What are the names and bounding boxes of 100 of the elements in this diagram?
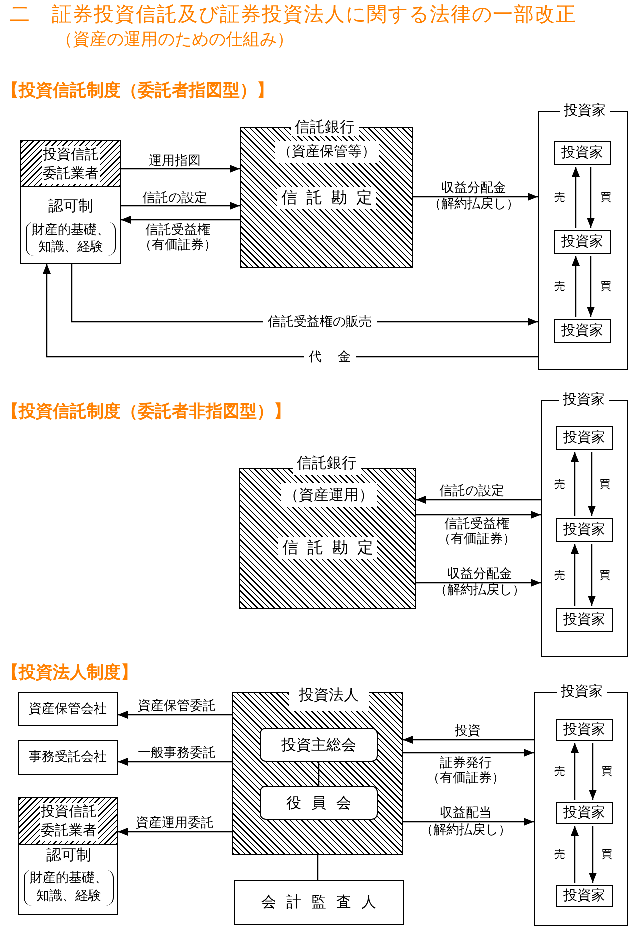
entity-box [18,692,118,726]
rounded-box [260,786,378,820]
edge-label: 収益分配金（解約払戻し） [434,567,526,599]
node-text: （資産保管等） [275,141,379,163]
arrow [572,167,580,228]
arrow [121,165,240,173]
node-text: 財産的基礎、知識、経験 [24,870,114,906]
edge-label: 買 [600,190,612,204]
node-title: 投資信託委託業者 [40,803,98,841]
node-title: 投資家 [560,103,610,120]
investor-box [556,608,613,632]
investor-box [556,885,613,907]
arrow [403,818,534,826]
node-text: 投資家 [562,144,604,162]
node-text: 投資家 [562,322,604,340]
edge-label: 売 [554,476,566,492]
arrow [416,496,541,504]
arrow [571,826,579,883]
entity-box [18,797,118,915]
subtitle: （資産の運用のための仕組み） [56,30,294,51]
node-text: 投資主総会 [282,736,356,754]
edge-label: 信託受益権（有価証券） [437,517,517,547]
arrow [121,216,240,224]
arrow [403,749,534,757]
edge-label: 代金 [304,348,356,366]
edge-label: 買 [600,278,612,294]
node-title: 信託銀行 [293,455,361,475]
edge-label: 信託受益権の販売 [263,314,377,330]
node-text: 投資家 [564,429,606,447]
node-text: 会計監査人 [262,893,376,912]
edge-label: 買 [600,568,610,582]
arrow [416,579,541,587]
arrow [589,826,597,883]
node-text: （資産運用） [281,483,377,507]
edge-label: 証券発行（有価証券） [426,756,506,786]
investor-box [556,802,613,824]
edge-label: 買 [602,764,612,778]
arrow [589,743,597,800]
node-title: 投資家 [557,684,607,701]
rounded-box [260,728,378,762]
node-text: 事務受託会社 [29,749,107,766]
arrow [571,743,579,800]
investor-box [556,518,613,542]
investor-box [554,319,611,343]
node-text: 投資家 [564,721,606,739]
section-heading: 【投資信託制度（委託者非指図型）】 [2,402,291,423]
edge-label: 収益分配金（解約払戻し） [428,181,520,213]
edge-label: 買 [602,846,612,862]
edge-label: 信託受益権（有価証券） [138,223,218,253]
arrow [416,511,541,519]
arrow [413,193,538,201]
node-title: 投資法人 [289,687,369,711]
node-text: 投資家 [564,611,606,629]
edge-label: 信託の設定 [142,190,208,207]
edge-label: 売 [554,568,566,582]
entity-box [20,140,121,264]
arrow [118,828,232,836]
section-heading: 【投資法人制度】 [2,663,138,684]
arrow [121,202,240,210]
node-title: 信託銀行 [291,119,359,136]
node-text: 認可制 [46,847,92,864]
entity-box [234,880,404,925]
investor-box [556,719,613,741]
arrow [572,256,580,317]
entity-box [18,740,118,775]
edge-label: 売 [554,278,566,294]
connector-line [318,762,320,786]
node-text: 投資家 [564,804,606,822]
connector-line [317,855,319,880]
node-text: 投資家 [562,233,604,251]
edge-label: 投資 [455,723,481,740]
node-text: 認可制 [48,198,94,215]
arrow [571,452,579,516]
arrow [588,544,596,606]
investor-box [554,141,611,165]
node-title: 投資家 [559,392,609,409]
arrow [118,758,232,766]
section-heading: 【投資信託制度（委託者指図型）】 [2,81,274,102]
edge-label: 信託の設定 [440,483,504,500]
node-text: 投資家 [564,887,606,905]
edge-label: 資産運用委託 [136,815,214,832]
edge-label: 売 [554,190,566,204]
node-text: 資産保管会社 [29,700,107,718]
node-text: 信託勘定 [278,187,376,209]
investor-box [556,426,613,450]
edge-label: 買 [600,476,610,492]
edge-label: 収益配当（解約払戻し） [420,805,512,839]
node-text: 投資家 [564,521,606,539]
investor-box [554,230,611,254]
arrow [403,736,534,744]
edge-label: 一般事務委託 [138,745,216,762]
node-text: 信託勘定 [278,537,378,559]
arrow [588,452,596,516]
node-text: 役員会 [286,794,352,812]
edge-label: 運用指図 [149,153,201,170]
edge-label: 売 [554,846,566,862]
node-title: 投資信託委託業者 [42,146,100,184]
arrow [587,256,595,317]
node-text: 財産的基礎、知識、経験 [26,222,116,256]
arrow [571,544,579,606]
